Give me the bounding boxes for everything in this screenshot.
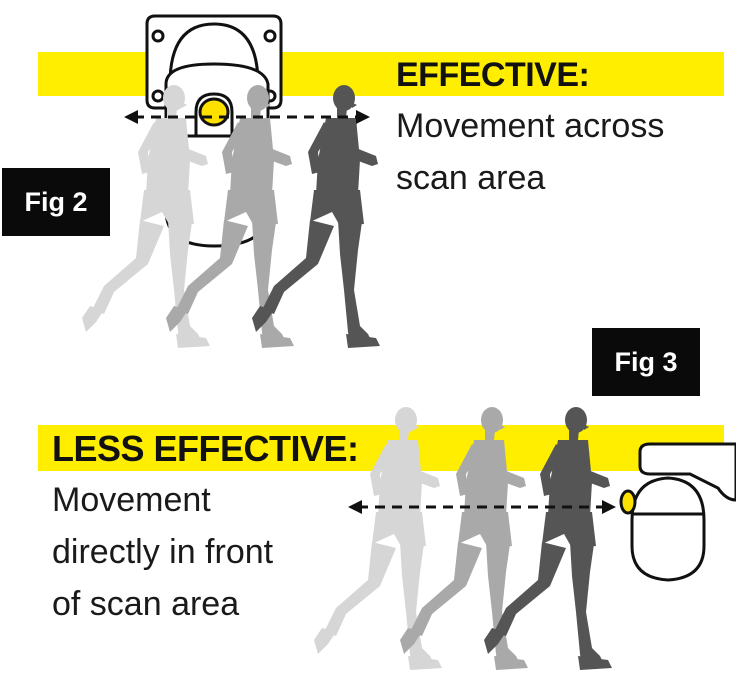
less-effective-heading: LESS EFFECTIVE: bbox=[52, 428, 359, 469]
fig3-label: Fig 3 bbox=[592, 328, 700, 396]
fig2-motion-arrow bbox=[124, 110, 370, 124]
fig3-motion-arrow bbox=[348, 500, 616, 514]
less-effective-description-line: Movement bbox=[52, 481, 211, 519]
less-effective-description: Movement directly in front of scan area bbox=[52, 474, 273, 630]
effective-heading: EFFECTIVE: bbox=[396, 56, 590, 94]
effective-description-line: scan area bbox=[396, 159, 546, 197]
effective-description: Movement across scan area bbox=[396, 100, 664, 204]
less-effective-description-line: directly in front bbox=[52, 533, 274, 571]
fig2-label: Fig 2 bbox=[2, 168, 110, 236]
fig3-sensor-icon bbox=[619, 442, 736, 582]
effective-description-line: Movement across bbox=[396, 107, 665, 145]
less-effective-description-line: of scan area bbox=[52, 585, 240, 623]
